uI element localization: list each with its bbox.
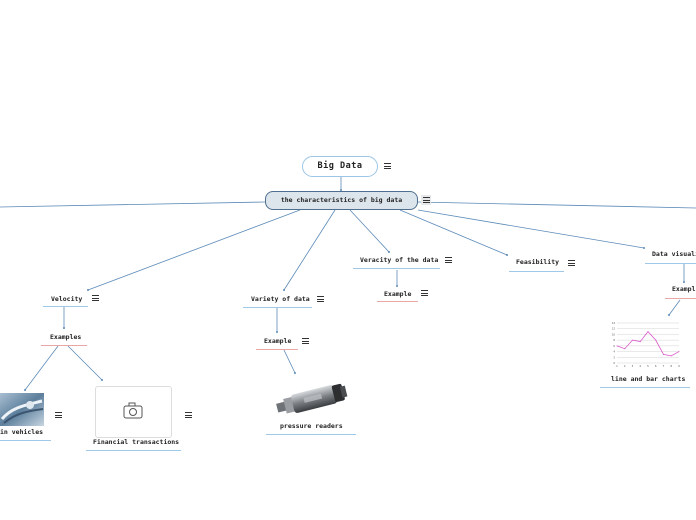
chart-y-tick-label: 6 bbox=[613, 344, 615, 348]
topic-underline bbox=[266, 434, 356, 435]
chart-y-tick-label: 14 bbox=[612, 321, 616, 325]
topic-veracity[interactable]: Veracity of the data bbox=[360, 256, 439, 264]
root-topic[interactable]: Big Data bbox=[302, 156, 378, 177]
topic-underline bbox=[377, 301, 418, 302]
topic-veracity-example[interactable]: Example bbox=[384, 290, 412, 298]
connector-dot bbox=[276, 331, 278, 333]
hamburger-menu-icon[interactable] bbox=[421, 290, 428, 296]
vehicle-sensor-photo bbox=[0, 393, 44, 426]
chart-x-tick-label: 1 bbox=[616, 364, 618, 368]
topic-visualization-example[interactable]: Exampl bbox=[672, 285, 696, 293]
topic-underline bbox=[600, 387, 690, 388]
chart-point bbox=[663, 353, 664, 355]
topic-financial-transactions[interactable]: Financial transactions bbox=[93, 438, 180, 446]
chart-x-tick-label: 6 bbox=[655, 364, 657, 368]
chart-y-tick-label: 4 bbox=[613, 350, 615, 354]
connector-central-veracity bbox=[349, 209, 390, 253]
chart-y-tick-label: 12 bbox=[612, 327, 616, 331]
chart-series-line bbox=[616, 330, 680, 357]
topic-pressure-readers[interactable]: pressure readers bbox=[280, 422, 343, 430]
connector-examples-financial bbox=[67, 345, 103, 381]
chart-point bbox=[678, 351, 680, 353]
connector-central-visualization bbox=[417, 209, 645, 249]
topic-underline bbox=[353, 268, 440, 269]
chart-y-tick-label: 0 bbox=[613, 361, 615, 365]
connector-central-left-offscreen bbox=[0, 201, 266, 208]
connector-central-right-offscreen bbox=[417, 201, 696, 209]
topic-underline bbox=[243, 307, 312, 308]
chart-y-tick-label: 2 bbox=[613, 355, 615, 359]
topic-underline bbox=[0, 440, 51, 441]
chart-point bbox=[647, 331, 649, 333]
chart-x-tick-label: 7 bbox=[663, 364, 665, 368]
chart-point bbox=[624, 348, 626, 350]
topic-variety-example[interactable]: Example bbox=[264, 337, 292, 345]
connector-dot bbox=[643, 247, 645, 249]
camera-icon bbox=[123, 402, 143, 419]
topic-feasibility[interactable]: Feasibility bbox=[516, 258, 560, 266]
chart-point bbox=[616, 345, 618, 347]
chart-x-tick-label: 2 bbox=[624, 364, 626, 368]
connector-dot bbox=[87, 289, 89, 291]
pressure-sensor-photo bbox=[276, 383, 348, 414]
connector-central-velocity bbox=[87, 209, 301, 291]
chart-point bbox=[655, 339, 657, 341]
connector-dot bbox=[63, 327, 65, 329]
topic-underline bbox=[86, 450, 181, 451]
hamburger-menu-icon[interactable] bbox=[185, 412, 192, 418]
topic-velocity-examples[interactable]: Examples bbox=[50, 333, 82, 341]
chart-point bbox=[632, 339, 633, 341]
central-topic[interactable]: the characteristics of big data bbox=[265, 191, 418, 210]
chart-point bbox=[670, 355, 672, 357]
hamburger-menu-icon[interactable] bbox=[384, 163, 391, 169]
hamburger-menu-icon[interactable] bbox=[445, 257, 452, 263]
connector-dot bbox=[283, 289, 285, 291]
topic-line-and-bar-charts[interactable]: line and bar charts bbox=[611, 375, 686, 383]
image-placeholder[interactable] bbox=[95, 386, 172, 438]
topic-variety[interactable]: Variety of data bbox=[251, 295, 310, 303]
chart-x-tick-label: 8 bbox=[670, 364, 672, 368]
topic-velocity[interactable]: Velocity bbox=[51, 295, 83, 303]
connector-dot bbox=[396, 285, 398, 287]
connector-dot bbox=[506, 254, 508, 256]
topic-underline bbox=[43, 306, 88, 307]
hamburger-menu-icon[interactable] bbox=[423, 197, 430, 203]
connector-dot bbox=[683, 281, 685, 283]
topic-underline bbox=[256, 349, 298, 350]
connector-dot bbox=[388, 251, 390, 253]
connector-examples-vehicles bbox=[24, 345, 59, 391]
topic-underline bbox=[509, 271, 564, 272]
chart-x-tick-label: 9 bbox=[678, 364, 680, 368]
chart-x-tick-label: 3 bbox=[632, 364, 634, 368]
chart-point bbox=[639, 341, 641, 343]
connector-central-variety bbox=[283, 209, 336, 291]
hamburger-menu-icon[interactable] bbox=[92, 295, 99, 301]
hamburger-menu-icon[interactable] bbox=[317, 296, 324, 302]
hamburger-menu-icon[interactable] bbox=[568, 260, 575, 266]
connector-dot bbox=[668, 314, 670, 316]
hamburger-menu-icon[interactable] bbox=[302, 338, 309, 344]
connector-central-feasibility bbox=[399, 209, 508, 256]
hamburger-menu-icon[interactable] bbox=[55, 412, 62, 418]
chart-x-tick-label: 5 bbox=[647, 364, 649, 368]
topic-data-visualization[interactable]: Data visuali bbox=[652, 250, 696, 258]
topic-underline bbox=[645, 263, 696, 264]
chart-y-tick-label: 8 bbox=[613, 338, 615, 342]
topic-underline bbox=[41, 345, 87, 346]
chart-y-tick-label: 10 bbox=[612, 332, 616, 336]
connector-visualization-child bbox=[668, 299, 681, 316]
topic-underline bbox=[665, 298, 696, 299]
connector-dot bbox=[24, 389, 26, 391]
chart-x-tick-label: 4 bbox=[639, 364, 641, 368]
topic-in-vehicles[interactable]: in vehicles bbox=[0, 428, 44, 436]
connector-dot bbox=[101, 379, 103, 381]
connector-dot bbox=[294, 372, 296, 374]
connector-dot bbox=[340, 189, 342, 191]
connector-variety-example-child bbox=[283, 349, 296, 374]
